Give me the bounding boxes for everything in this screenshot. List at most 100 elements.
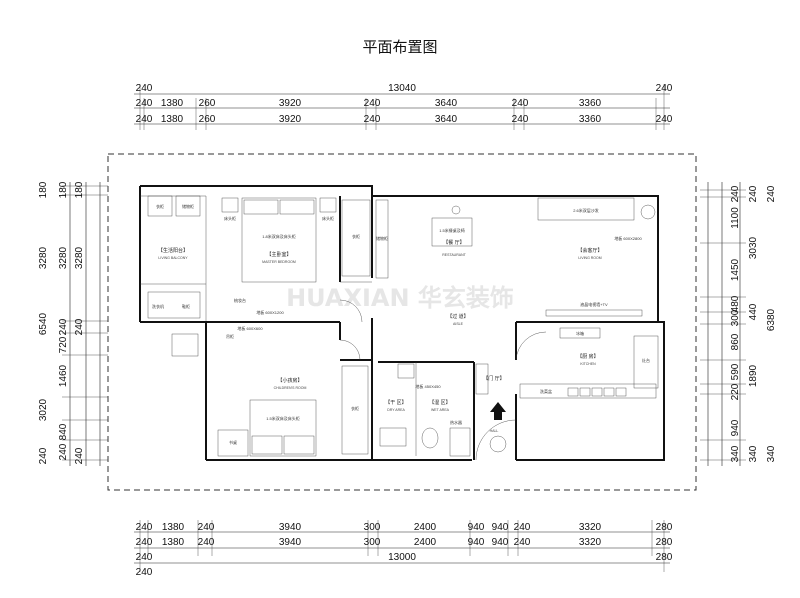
dim-top: 240 — [364, 114, 381, 125]
tiles3-label: 地板 450X450 — [415, 383, 441, 389]
room-kitchen: 冰箱 【厨 房】 KITCHEN 灶台 洗菜盆 — [515, 327, 659, 399]
dim-right: 3030 — [748, 236, 759, 259]
dim-left: 3280 — [74, 246, 85, 269]
master-en: MASTER BEDROOM — [262, 260, 296, 264]
dim-top: 260 — [199, 98, 216, 109]
dim-right: 1450 — [730, 258, 741, 281]
dim-bottom: 940 — [492, 537, 509, 548]
balcony-en: LIVING BALCONY — [158, 256, 188, 260]
dim-bottom: 240 — [514, 522, 531, 533]
dim-top-240: 240 — [656, 83, 673, 94]
dim-left: 240 — [58, 318, 69, 335]
dim-bottom: 940 — [468, 522, 485, 533]
dim-top: 240 — [512, 114, 529, 125]
page-title: 平面布置图 — [362, 39, 437, 56]
dim-top: 1380 — [161, 114, 184, 125]
living-en: LIVING ROOM — [578, 256, 601, 260]
corridor-name: 【过 道】 — [447, 313, 468, 320]
wet-en: WET AREA — [431, 408, 450, 412]
room-corridor: 【过 道】 AISLE 地板 450X450 — [397, 313, 469, 389]
dim-top-240: 240 — [136, 83, 153, 94]
stove-label: 灶台 — [642, 357, 650, 363]
dry-en: DRY AREA — [387, 408, 405, 412]
dim-top: 260 — [199, 114, 216, 125]
dim-top: 3640 — [435, 98, 458, 109]
dim-left: 180 — [74, 181, 85, 198]
washer-label: 洗衣机 — [152, 303, 164, 309]
master-bed-label: 1.8米双床及床头柜 — [262, 233, 296, 239]
dim-left: 840 — [58, 423, 69, 440]
shoe-label: 鞋柜 — [182, 303, 190, 309]
master-name: 【主卧室】 — [266, 251, 291, 258]
child-floor-label: 地板 600X600 — [237, 325, 263, 331]
child-name: 【小孩房】 — [277, 377, 302, 384]
dim-bottom: 240 — [136, 552, 153, 563]
watermark: HUAXIAN 华玄装饰 — [286, 284, 514, 312]
desk-label: 书桌 — [229, 439, 237, 445]
wardrobe-label: 衣柜 — [352, 233, 360, 239]
dim-right: 340 — [748, 445, 759, 462]
storage-label: 储物柜 — [182, 203, 194, 209]
dims-left: 6540 180 3280 3020 240 180 3280 240 720 … — [38, 181, 108, 466]
dim-bottom: 1380 — [162, 537, 185, 548]
dim-bottom: 240 — [198, 522, 215, 533]
dim-bottom-overall: 13000 — [388, 552, 416, 563]
dim-left: 3280 — [58, 246, 69, 269]
dim-right: 240 — [766, 185, 777, 202]
bedside-label: 床头柜 — [322, 215, 334, 221]
room-living: 2.6米双层沙发 【会客厅】 LIVING ROOM 地板 600X2800 液… — [537, 197, 656, 317]
wardrobe-label: 衣柜 — [351, 405, 359, 411]
dim-bottom: 3320 — [579, 522, 602, 533]
room-bathroom: 【干 区】 DRY AREA 【湿 区】 WET AREA 热水器 — [379, 399, 471, 457]
dim-left: 240 — [74, 318, 85, 335]
dim-right: 480 — [730, 295, 741, 312]
dim-top: 240 — [136, 114, 153, 125]
dim-bottom: 240 — [514, 537, 531, 548]
dim-top-overall: 13040 — [388, 83, 416, 94]
dim-top: 240 — [136, 98, 153, 109]
dim-top: 240 — [512, 98, 529, 109]
dim-right: 860 — [730, 333, 741, 350]
dim-left: 1460 — [58, 364, 69, 387]
dim-bottom: 2400 — [414, 537, 437, 548]
dresser-label: 梳妆台 — [234, 297, 246, 303]
dim-bottom: 280 — [656, 552, 673, 563]
dry-name: 【干 区】 — [385, 400, 406, 406]
dim-right: 1890 — [748, 364, 759, 387]
dim-right: 590 — [730, 363, 741, 380]
dim-right: 1100 — [730, 207, 741, 229]
dim-right: 240 — [748, 185, 759, 202]
fridge-label: 冰箱 — [576, 330, 584, 336]
living-floor-label: 地板 600X2800 — [614, 235, 642, 241]
dim-bottom: 940 — [492, 522, 509, 533]
cabinet-label: 吊柜 — [226, 333, 234, 339]
sink-label: 洗菜盆 — [540, 388, 552, 394]
dim-bottom: 240 — [136, 537, 153, 548]
dim-left: 180 — [58, 181, 69, 198]
room-balcony: 衣柜 储物柜 【生活阳台】 LIVING BALCONY 洗衣机 鞋柜 — [147, 195, 201, 357]
child-en: CHILDREN'S ROOM — [274, 386, 307, 390]
room-children: 地板 600X600 吊柜 【小孩房】 CHILDREN'S ROOM 1.5米… — [217, 325, 369, 457]
corridor-en: AISLE — [453, 322, 464, 326]
dims-bottom: 240 1380 240 3940 300 2400 940 940 240 3… — [134, 520, 673, 578]
dim-top: 240 — [364, 98, 381, 109]
dim-bottom: 280 — [656, 522, 673, 533]
dim-left-overall: 6540 — [38, 312, 49, 335]
foyer-name: 【门 厅】 — [483, 375, 504, 382]
dim-top: 3920 — [279, 98, 302, 109]
wardrobe-label: 衣柜 — [156, 203, 164, 209]
dim-right: 300 — [730, 309, 741, 326]
dim-top: 3920 — [279, 114, 302, 125]
child-bed-label: 1.5米双床及床头柜 — [266, 415, 300, 421]
dim-left: 180 — [38, 181, 49, 198]
balcony-name: 【生活阳台】 — [158, 247, 188, 254]
dim-bottom: 3940 — [279, 537, 302, 548]
dim-bottom: 2400 — [414, 522, 437, 533]
dim-right: 940 — [730, 419, 741, 436]
dim-bottom: 1380 — [162, 522, 185, 533]
wet-name: 【湿 区】 — [429, 399, 450, 406]
sofa-label: 2.6米双层沙发 — [573, 207, 599, 213]
tv-label: 液晶电视墙+TV — [580, 301, 608, 307]
